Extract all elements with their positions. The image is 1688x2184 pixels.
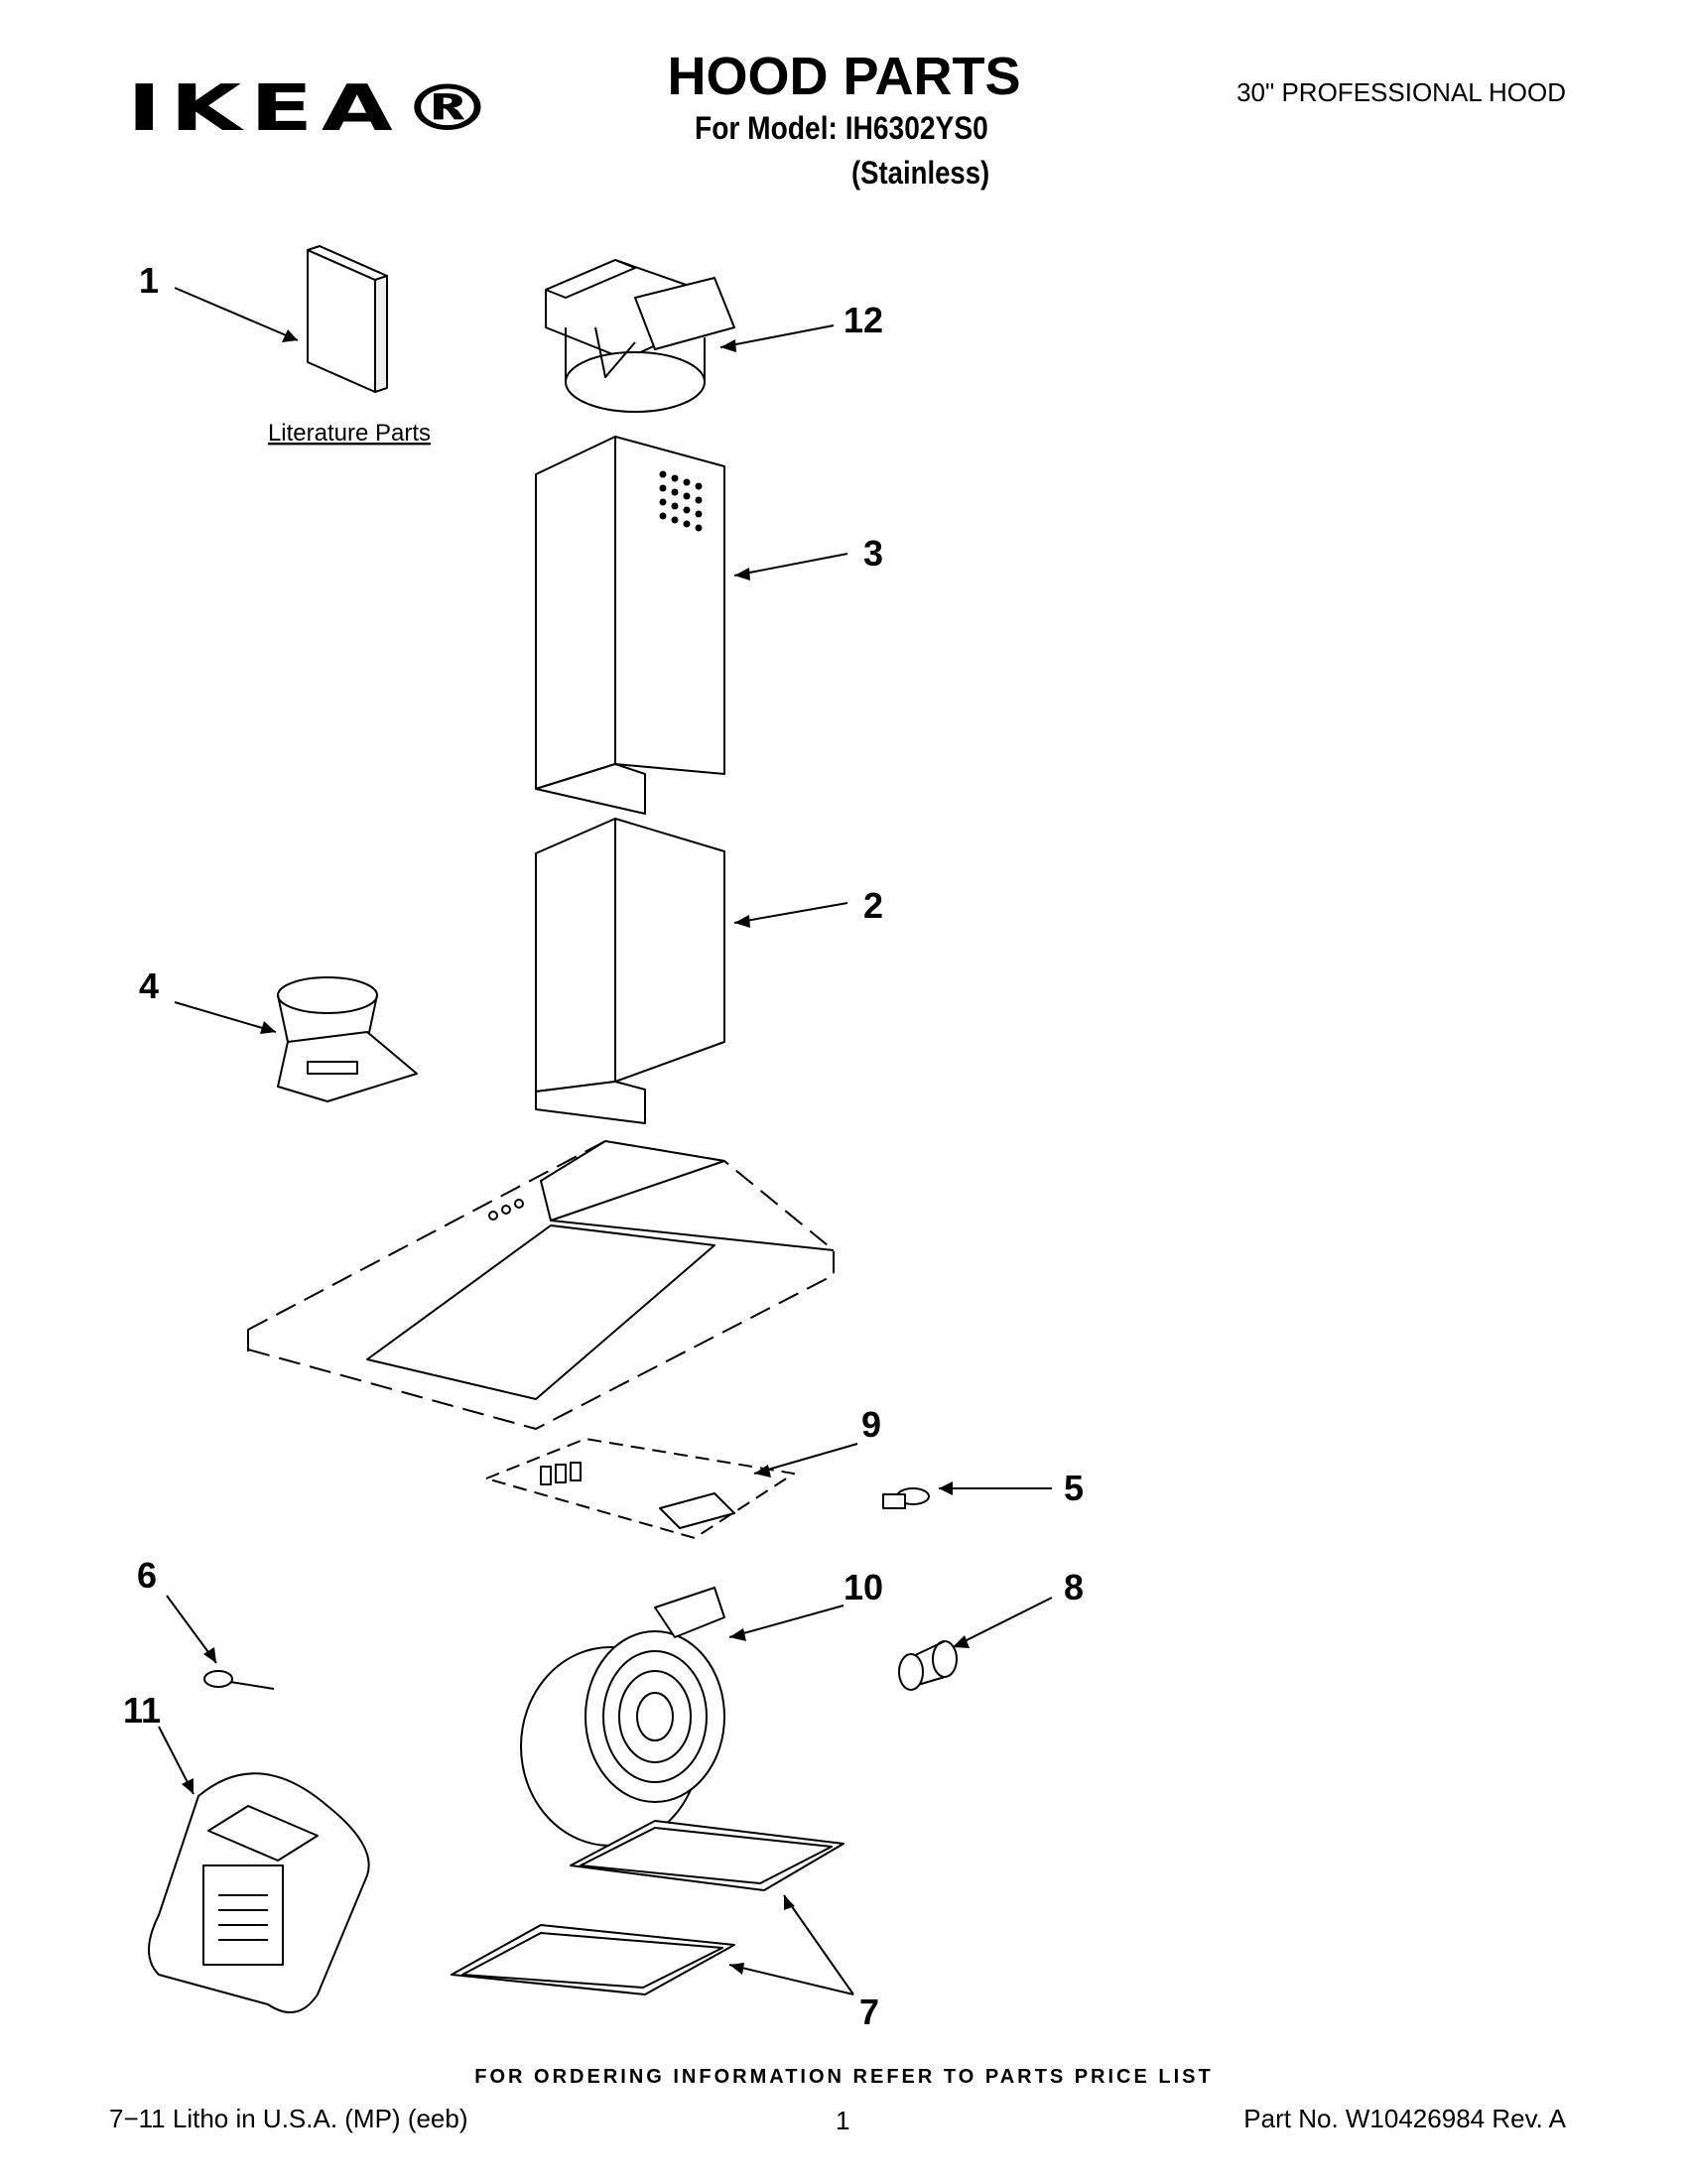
blower-motor [520,1587,725,1847]
damper-transition [545,259,735,413]
arrow-2 [733,902,848,924]
hood-canopy [247,1140,835,1430]
callout-11: 11 [123,1690,161,1731]
arrow-8 [952,1597,1053,1648]
arrow-7a [783,1894,854,1995]
upper-chimney [535,436,725,815]
model-line: For Model: IH6302YS0 [695,110,988,146]
callout-6: 6 [137,1555,157,1596]
callout-2: 2 [863,885,883,926]
wire-clip [203,1670,275,1690]
capacitor [898,1640,958,1691]
callout-3: 3 [863,533,883,574]
lower-chimney [535,818,725,1124]
control-switches [485,1438,795,1539]
lamp-socket [882,1487,930,1509]
callout-12: 12 [844,300,883,340]
callout-4: 4 [139,965,159,1006]
literature-booklet [307,245,388,393]
ordering-note: FOR ORDERING INFORMATION REFER TO PARTS … [474,2066,1214,2088]
grease-filters [451,1820,844,1995]
arrow-1 [174,287,299,341]
page-title: HOOD PARTS [667,47,1021,106]
arrow-9 [753,1443,858,1475]
variant-label: (Stainless) [851,155,990,191]
product-name: 30" PROFESSIONAL HOOD [1236,77,1566,107]
callout-9: 9 [861,1404,881,1445]
callout-10: 10 [844,1567,883,1607]
callout-7: 7 [859,1991,879,2032]
arrow-3 [733,553,848,577]
arrow-12 [719,324,835,348]
blower-housing [277,976,418,1102]
literature-parts-label: Literature Parts [268,420,431,447]
hardware-bag [148,1772,370,2013]
callout-1: 1 [139,260,159,301]
callout-5: 5 [1064,1468,1084,1508]
arrow-10 [728,1605,844,1638]
arrow-7b [728,1964,854,1995]
arrow-4 [174,1001,277,1033]
litho-line: 7−11 Litho in U.S.A. (MP) (eeb) [109,2104,468,2133]
part-number: Part No. W10426984 Rev. A [1243,2104,1566,2133]
ikea-logo: IKEA® [127,72,502,146]
callout-8: 8 [1064,1567,1084,1607]
page-number: 1 [836,2106,850,2135]
